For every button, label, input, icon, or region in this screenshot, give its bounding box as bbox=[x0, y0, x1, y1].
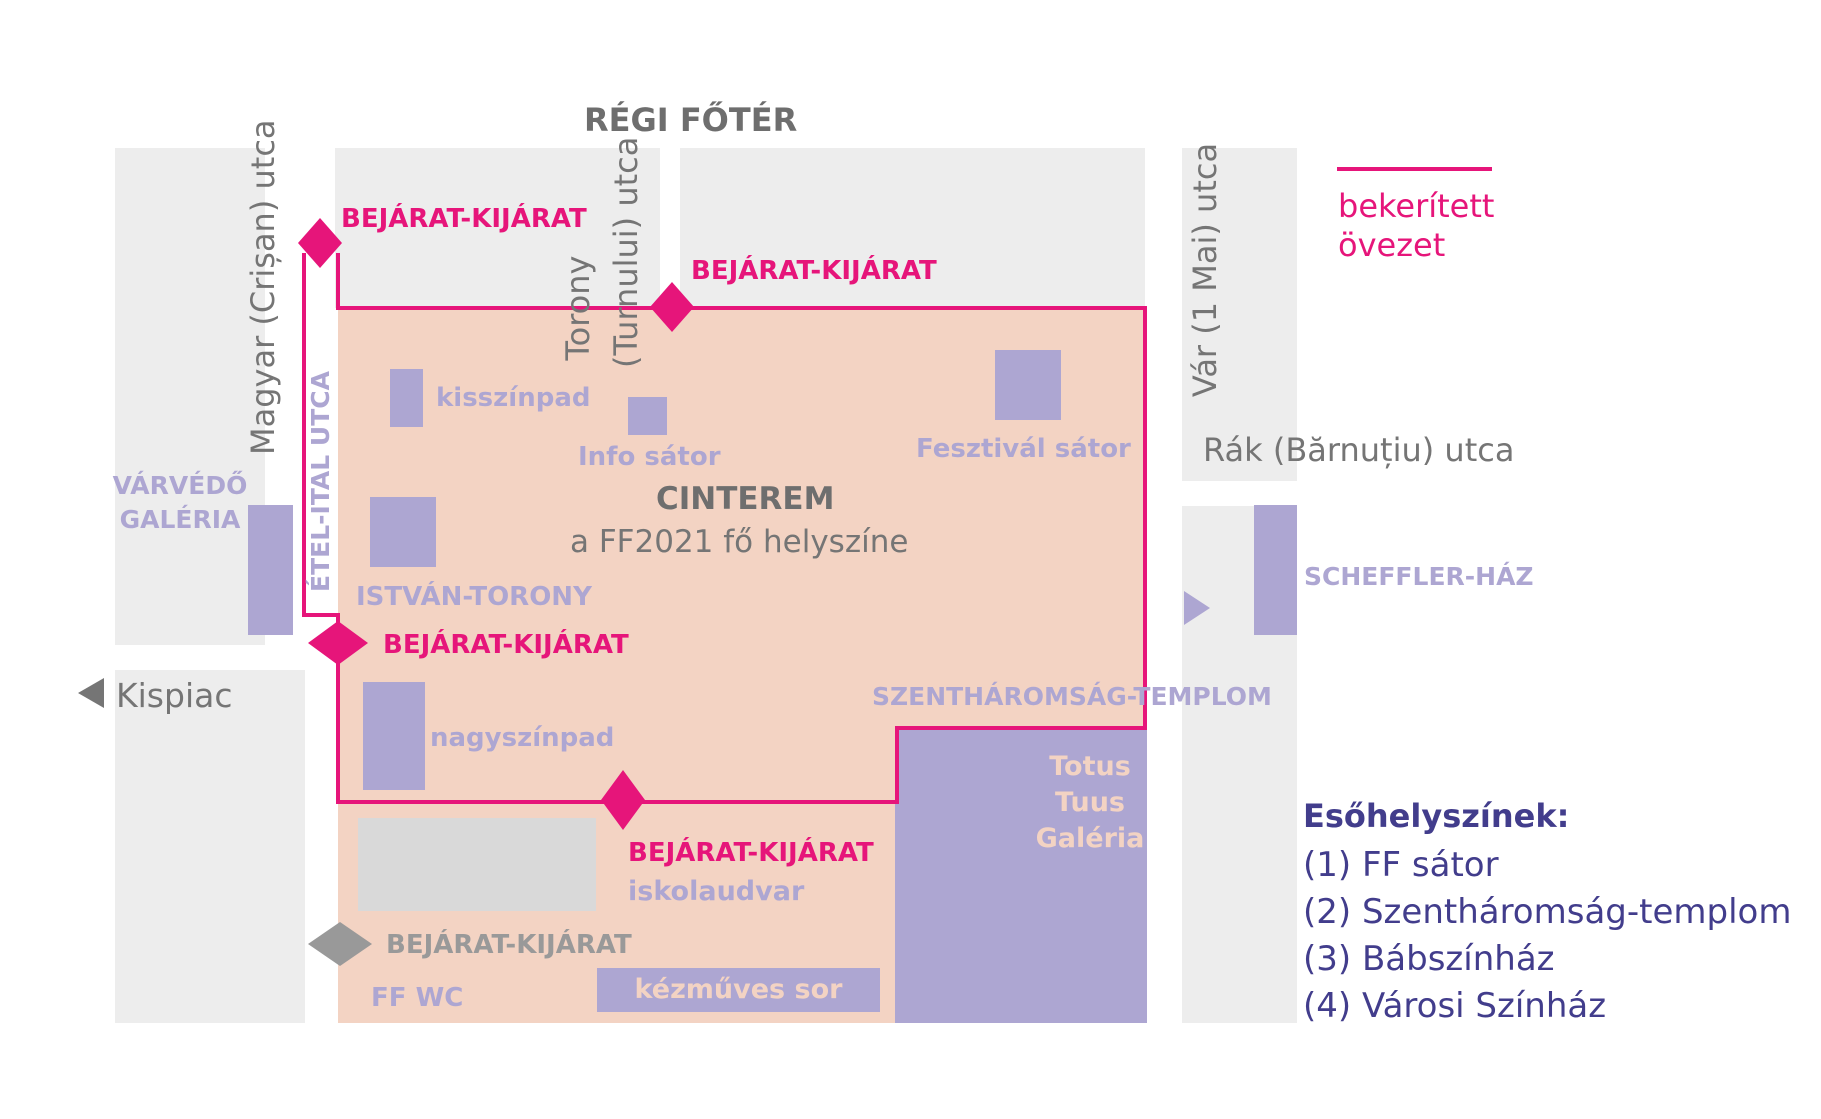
ff-wc-label: FF WC bbox=[371, 983, 464, 1013]
totus-label-2: Tuus bbox=[1055, 787, 1125, 818]
block-west-lower bbox=[115, 670, 305, 1023]
kisszinpad-label: kisszínpad bbox=[436, 383, 591, 413]
rain-venues-list: (1) FF sátor (2) Szentháromság-templom (… bbox=[1303, 842, 1791, 1030]
varvedo-gallery-label-2: GALÉRIA bbox=[119, 505, 241, 534]
legend-line-label-1: bekerített bbox=[1338, 187, 1495, 225]
fence-line bbox=[302, 253, 1147, 804]
entrance-marker-north[interactable] bbox=[650, 282, 694, 332]
gray-building bbox=[358, 818, 596, 911]
nagyszinpad-marker bbox=[363, 682, 425, 790]
entrance-label-school: BEJÁRAT-KIJÁRAT bbox=[386, 930, 632, 960]
kispiac-label[interactable]: Kispiac bbox=[116, 676, 233, 715]
street-rak-label: Rák (Bărnuțiu) utca bbox=[1203, 431, 1515, 469]
rain-venue-1: (1) FF sátor bbox=[1303, 845, 1499, 885]
scheffler-house-label: SCHEFFLER-HÁZ bbox=[1304, 562, 1534, 591]
food-street-label: ÉTEL-ITAL UTCA bbox=[306, 371, 335, 592]
nagyszinpad-label: nagyszínpad bbox=[430, 723, 615, 753]
craft-row-marker bbox=[597, 968, 880, 1012]
istvan-tower-marker bbox=[370, 497, 436, 567]
scheffler-house-marker bbox=[1254, 505, 1297, 635]
istvan-tower-label: ISTVÁN-TORONY bbox=[356, 582, 592, 612]
kisszinpad-marker bbox=[390, 369, 423, 427]
venue-subtitle: a FF2021 fő helyszíne bbox=[570, 524, 909, 560]
block-north-middle bbox=[335, 148, 660, 308]
scheffler-arrow-icon bbox=[1184, 591, 1210, 625]
entrance-marker-school[interactable] bbox=[308, 922, 372, 966]
venue-name: CINTEREM bbox=[656, 481, 835, 517]
street-magyar-label: Magyar (Crișan) utca bbox=[244, 119, 282, 455]
entrance-marker-west[interactable] bbox=[308, 621, 368, 665]
street-var-label: Vár (1 Mai) utca bbox=[1186, 142, 1224, 398]
varvedo-gallery-marker bbox=[248, 505, 293, 635]
craft-row-label: kézműves sor bbox=[634, 974, 843, 1005]
festival-tent-marker bbox=[995, 350, 1061, 420]
entrance-label-north-west: BEJÁRAT-KIJÁRAT bbox=[341, 204, 587, 234]
kispiac-arrow-icon[interactable] bbox=[78, 678, 104, 708]
rain-venue-2: (2) Szentháromság-templom bbox=[1303, 892, 1792, 932]
totus-label-3: Galéria bbox=[1035, 823, 1145, 854]
entrance-label-south: BEJÁRAT-KIJÁRAT bbox=[628, 838, 874, 868]
main-square-label: RÉGI FŐTÉR bbox=[584, 101, 798, 139]
legend-line-label-2: övezet bbox=[1338, 226, 1446, 264]
totus-tuus-galeria-building bbox=[895, 728, 1147, 1023]
school-yard-label: iskolaudvar bbox=[628, 876, 805, 907]
entrance-marker-south[interactable] bbox=[601, 770, 645, 830]
totus-label-1: Totus bbox=[1049, 751, 1131, 782]
trinity-church-label: SZENTHÁROMSÁG-TEMPLOM bbox=[872, 682, 1272, 711]
rain-venue-4: (4) Városi Színház bbox=[1303, 986, 1607, 1026]
street-tumului-label: (Turnului) utca bbox=[607, 136, 645, 368]
varvedo-gallery-label-1: VÁRVÉDŐ bbox=[112, 471, 248, 500]
entrance-marker-north-west[interactable] bbox=[298, 218, 342, 268]
entrance-label-north: BEJÁRAT-KIJÁRAT bbox=[691, 256, 937, 286]
rain-venues-title: Esőhelyszínek: bbox=[1303, 797, 1570, 835]
info-tent-marker bbox=[628, 397, 667, 435]
festival-tent-label: Fesztivál sátor bbox=[916, 434, 1131, 464]
block-east-upper bbox=[1182, 148, 1297, 481]
entrance-label-west: BEJÁRAT-KIJÁRAT bbox=[383, 630, 629, 660]
block-north-east bbox=[680, 148, 1145, 308]
block-west-upper bbox=[115, 148, 265, 645]
info-tent-label: Info sátor bbox=[578, 442, 721, 472]
rain-venue-3: (3) Bábszínház bbox=[1303, 939, 1555, 979]
